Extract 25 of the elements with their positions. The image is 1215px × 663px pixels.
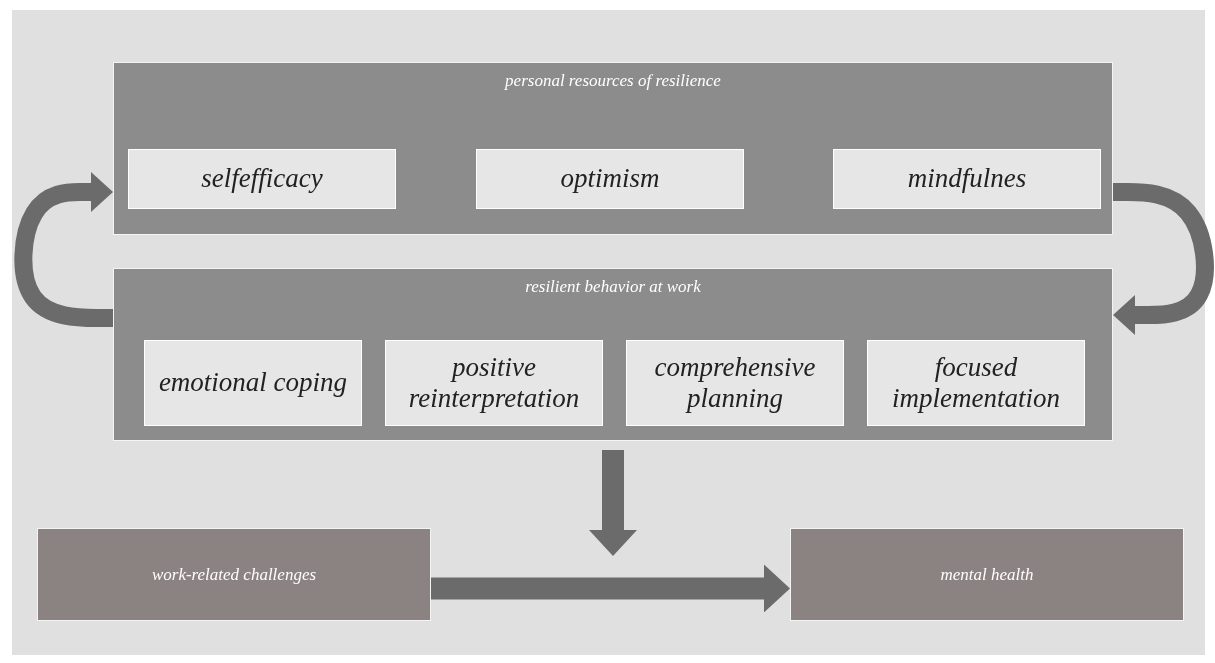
box-label: selfefficacy — [200, 163, 324, 195]
behavior-box — [144, 340, 362, 426]
box-label: mindfulnes — [906, 163, 1028, 195]
behavior-box — [385, 340, 603, 426]
box-label: emotional coping — [157, 367, 349, 399]
box-label: focused implementation — [891, 351, 1061, 415]
behavior-panel — [113, 268, 1113, 441]
behavior-box — [867, 340, 1085, 426]
box-label: positive reinterpretation — [407, 351, 581, 415]
behavior-box — [626, 340, 844, 426]
panel-title: resilient behavior at work — [524, 277, 702, 297]
panel-title: personal resources of resilience — [503, 71, 722, 91]
block-arrow — [431, 564, 790, 613]
resource-box — [833, 149, 1101, 209]
outcome-box — [790, 528, 1184, 621]
box-label: comprehensive planning — [653, 351, 817, 415]
resource-box — [476, 149, 744, 209]
box-label: work-related challenges — [151, 564, 317, 585]
resource-box — [128, 149, 396, 209]
box-label: mental health — [940, 564, 1034, 585]
challenge-box — [37, 528, 431, 621]
resource-panel — [113, 62, 1113, 235]
box-label: optimism — [559, 163, 661, 195]
block-arrow — [589, 450, 637, 556]
block-arrow — [14, 172, 113, 327]
